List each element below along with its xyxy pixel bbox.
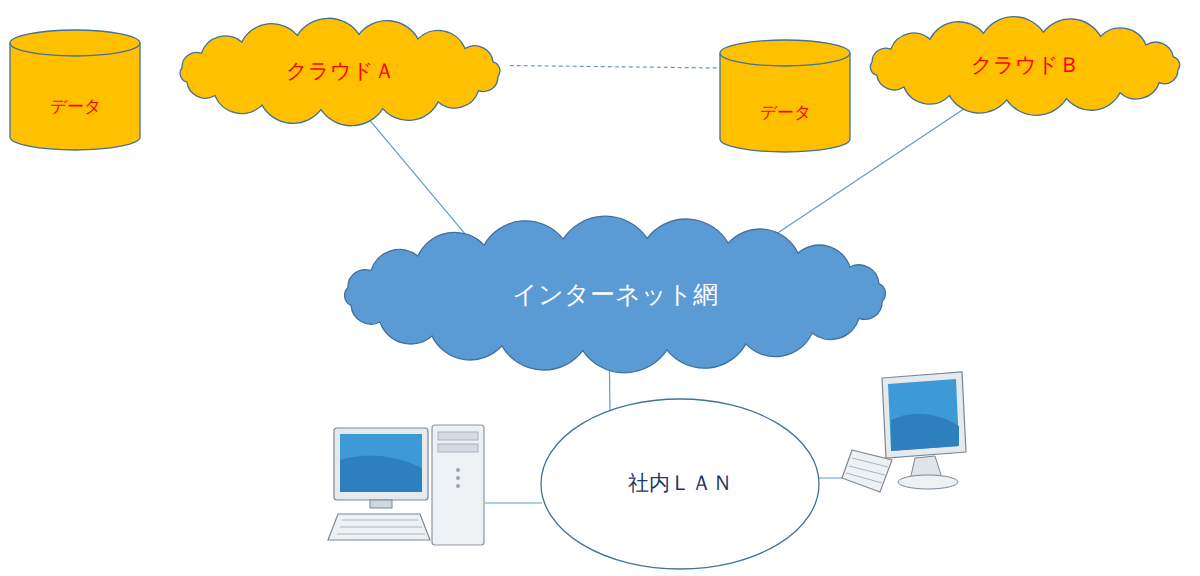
monitor-pc xyxy=(842,372,966,492)
data-cylinder: データ xyxy=(10,30,140,150)
node-label: クラウドＡ xyxy=(286,59,395,84)
lan-wire xyxy=(485,502,542,503)
node-label: データ xyxy=(50,97,101,117)
data-cylinder-outline xyxy=(10,30,140,150)
desktop-pc xyxy=(328,425,484,545)
node-label: インターネット網 xyxy=(512,280,718,310)
node-label: 社内ＬＡＮ xyxy=(628,471,733,496)
network-link xyxy=(370,121,470,240)
node-label: クラウドＢ xyxy=(971,53,1080,78)
dashed-link xyxy=(510,66,720,68)
data-cylinder: データ xyxy=(720,40,850,152)
cloud-shape: クラウドＢ xyxy=(855,16,1195,116)
node-label: データ xyxy=(760,103,811,123)
network-cloud: インターネット網 xyxy=(330,222,900,367)
lan-ellipse: 社内ＬＡＮ xyxy=(540,398,820,570)
data-cylinder-outline xyxy=(720,40,850,152)
cloud-shape: クラウドＡ xyxy=(165,18,515,126)
